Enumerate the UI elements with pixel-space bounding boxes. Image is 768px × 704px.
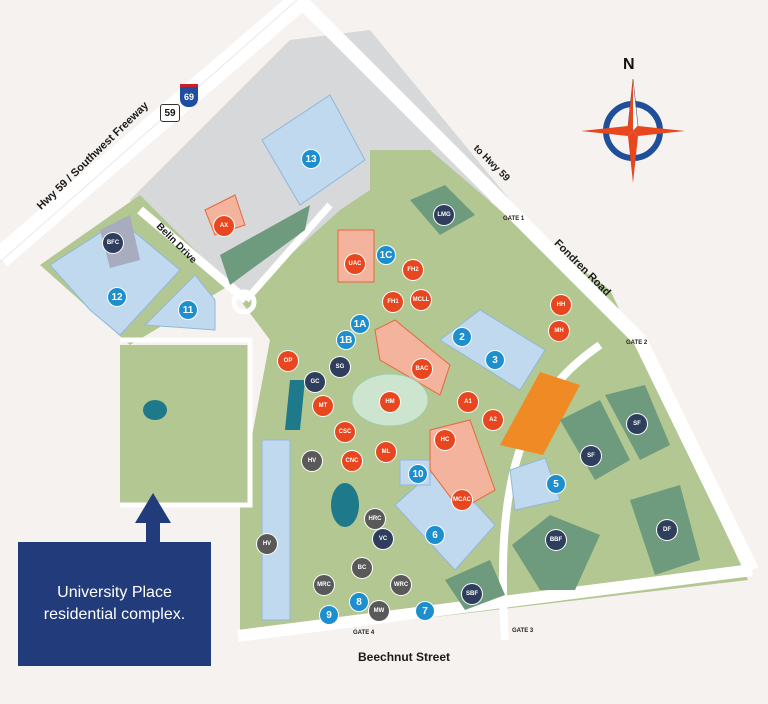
parking-1c[interactable]: 1C: [377, 246, 395, 264]
parking-6[interactable]: 6: [426, 526, 444, 544]
parking-7[interactable]: 7: [416, 602, 434, 620]
compass-north-label: N: [623, 56, 635, 73]
facility-wrc[interactable]: WRC: [391, 575, 411, 595]
facility-hv-north[interactable]: HV: [302, 451, 322, 471]
parking-1a[interactable]: 1A: [351, 315, 369, 333]
us-59-shield: 59: [160, 104, 180, 122]
building-a1[interactable]: A1: [458, 392, 478, 412]
university-place-callout: University Place residential complex.: [18, 542, 211, 666]
building-mcac[interactable]: MCAC: [452, 490, 472, 510]
parking-3[interactable]: 3: [486, 351, 504, 369]
facility-mrc[interactable]: MRC: [314, 575, 334, 595]
gate-1-label: GATE 1: [503, 216, 525, 222]
building-ml[interactable]: ML: [376, 442, 396, 462]
building-fh1[interactable]: FH1: [383, 292, 403, 312]
facility-sbf[interactable]: SBF: [462, 584, 482, 604]
building-fh2[interactable]: FH2: [403, 260, 423, 280]
building-mh[interactable]: MH: [549, 321, 569, 341]
gate-3-label: GATE 3: [512, 628, 534, 634]
callout-arrow-icon: [135, 493, 171, 543]
interstate-69-shield: 69: [180, 84, 198, 107]
building-op[interactable]: OP: [278, 351, 298, 371]
facility-bbf[interactable]: BBF: [546, 530, 566, 550]
building-hm[interactable]: HM: [380, 392, 400, 412]
beechnut-street-label: Beechnut Street: [358, 650, 451, 664]
parking-13[interactable]: 13: [302, 150, 320, 168]
facility-hv-west[interactable]: HV: [257, 534, 277, 554]
parking-12[interactable]: 12: [108, 288, 126, 306]
building-mcll[interactable]: MCLL: [411, 290, 431, 310]
facility-hrc[interactable]: HRC: [365, 509, 385, 529]
facility-sf-east[interactable]: SF: [627, 414, 647, 434]
facility-sg[interactable]: SG: [330, 357, 350, 377]
facility-gc[interactable]: GC: [305, 372, 325, 392]
callout-line-1: University Place: [57, 584, 172, 601]
building-mt[interactable]: MT: [313, 396, 333, 416]
gate-4-label: GATE 4: [353, 630, 375, 636]
parking-5[interactable]: 5: [547, 475, 565, 493]
building-ax[interactable]: AX: [214, 216, 234, 236]
parking-1b[interactable]: 1B: [337, 331, 355, 349]
callout-line-2: residential complex.: [43, 606, 186, 623]
building-bac[interactable]: BAC: [412, 359, 432, 379]
facility-bc[interactable]: BC: [352, 558, 372, 578]
parking-9[interactable]: 9: [320, 606, 338, 624]
compass-rose: N: [578, 56, 688, 186]
facility-sf-west[interactable]: SF: [581, 446, 601, 466]
facility-mw[interactable]: MW: [369, 601, 389, 621]
parking-8[interactable]: 8: [350, 593, 368, 611]
building-uac[interactable]: UAC: [345, 254, 365, 274]
building-cnc[interactable]: CNC: [342, 451, 362, 471]
facility-bfc[interactable]: BFC: [103, 233, 123, 253]
facility-vc[interactable]: VC: [373, 529, 393, 549]
facility-lmg[interactable]: LMG: [434, 205, 454, 225]
parking-11[interactable]: 11: [179, 301, 197, 319]
compass-icon: [581, 78, 685, 183]
building-a2[interactable]: A2: [483, 410, 503, 430]
gate-2-label: GATE 2: [626, 340, 648, 346]
building-csc[interactable]: CSC: [335, 422, 355, 442]
facility-df[interactable]: DF: [657, 520, 677, 540]
building-hc[interactable]: HC: [435, 430, 455, 450]
building-hh[interactable]: HH: [551, 295, 571, 315]
parking-10[interactable]: 10: [409, 465, 427, 483]
parking-2[interactable]: 2: [453, 328, 471, 346]
